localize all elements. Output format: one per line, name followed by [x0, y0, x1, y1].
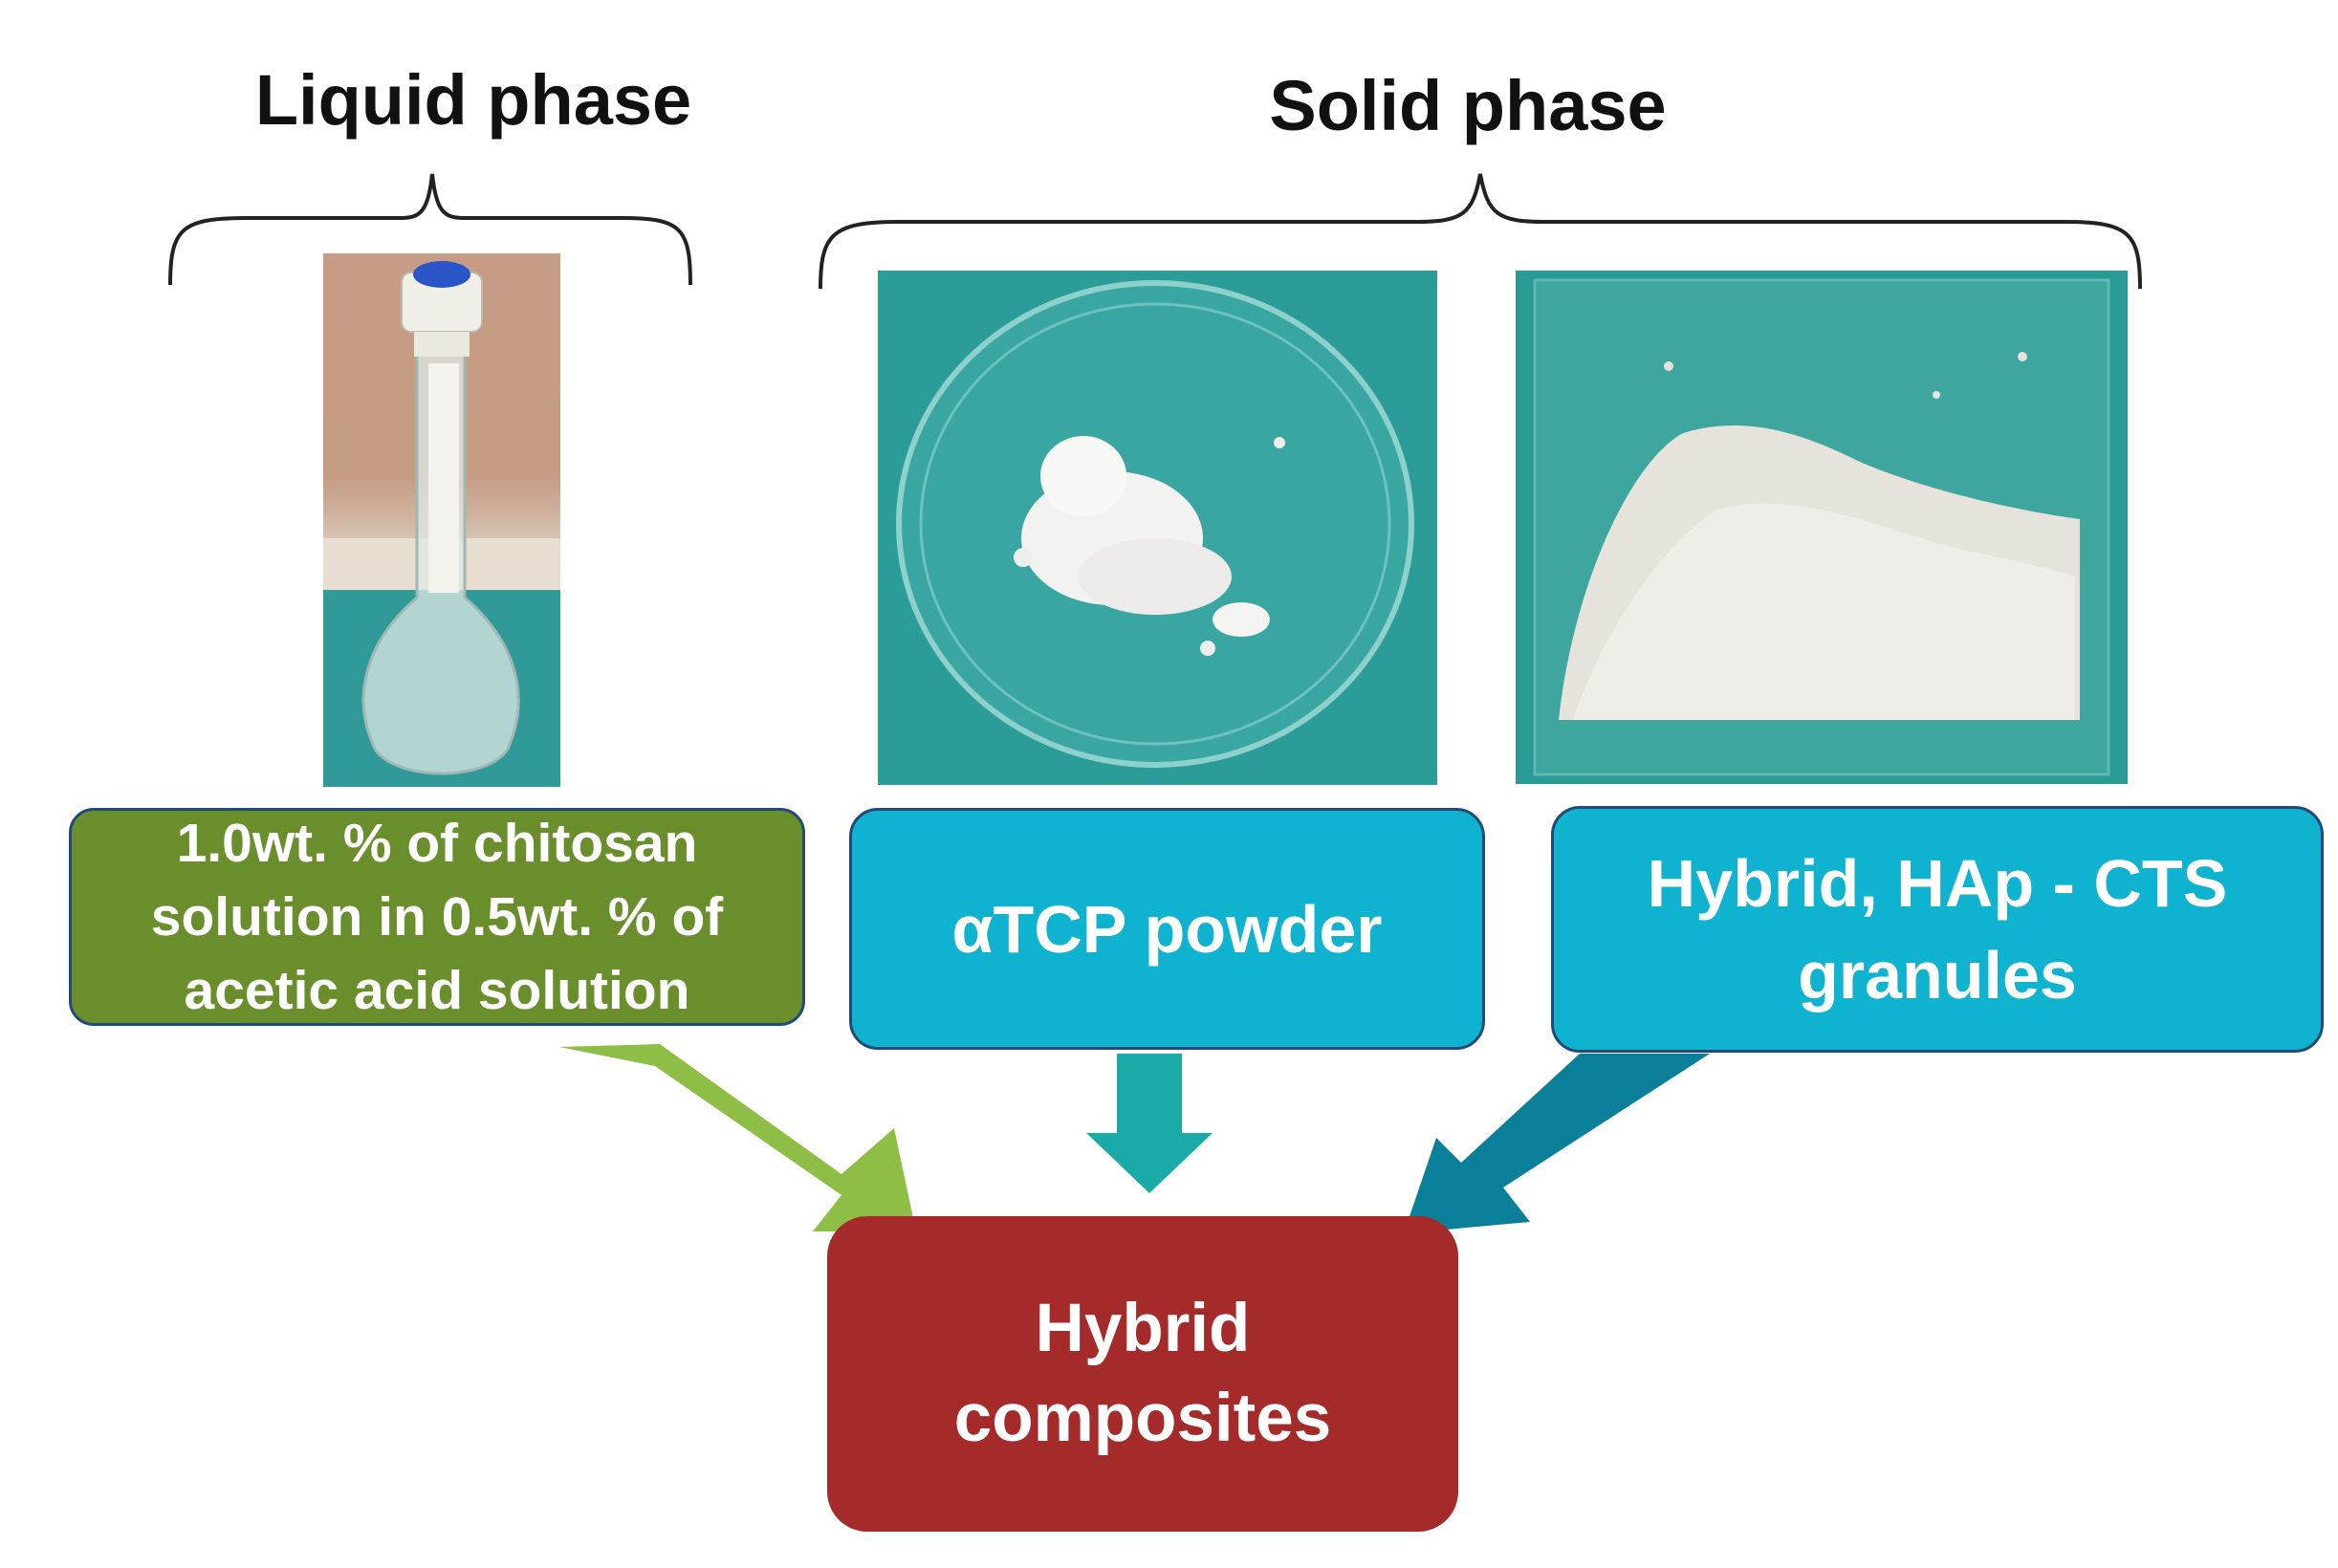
- chitosan-line-2: solution in 0.5wt. % of: [150, 885, 724, 947]
- solid-phase-brace: [819, 173, 2142, 290]
- chitosan-solution-box: 1.0wt. % of chitosan solution in 0.5wt. …: [69, 808, 805, 1026]
- flask-drawing: [323, 261, 560, 787]
- chitosan-line-3: acetic acid solution: [184, 959, 690, 1021]
- flask-photo: [323, 253, 560, 787]
- petri-dish-drawing: [896, 280, 1414, 768]
- liquid-phase-brace: [168, 173, 692, 286]
- result-line-1: Hybrid: [1035, 1291, 1251, 1366]
- liquid-arrow: [559, 1044, 916, 1231]
- petri-dish-powder-photo: [878, 271, 1437, 785]
- granules-line-2: granules: [1798, 938, 2077, 1013]
- granules-bag-photo: [1516, 271, 2128, 784]
- granules-line-1: Hybrid, HAp - CTS: [1647, 846, 2228, 921]
- atcp-label: αTCP powder: [951, 891, 1383, 967]
- granules-box: Hybrid, HAp - CTS granules: [1551, 806, 2324, 1053]
- hybrid-composites-box: Hybrid composites: [827, 1216, 1458, 1532]
- liquid-phase-heading: Liquid phase: [254, 60, 692, 140]
- granules-arrow: [1404, 1054, 1710, 1233]
- chitosan-line-1: 1.0wt. % of chitosan: [176, 812, 698, 874]
- atcp-powder-box: αTCP powder: [849, 808, 1485, 1050]
- result-line-2: composites: [953, 1381, 1332, 1456]
- powder-arrow: [1086, 1054, 1213, 1193]
- solid-phase-heading: Solid phase: [1269, 66, 1667, 145]
- granules-drawing: [1533, 278, 2110, 776]
